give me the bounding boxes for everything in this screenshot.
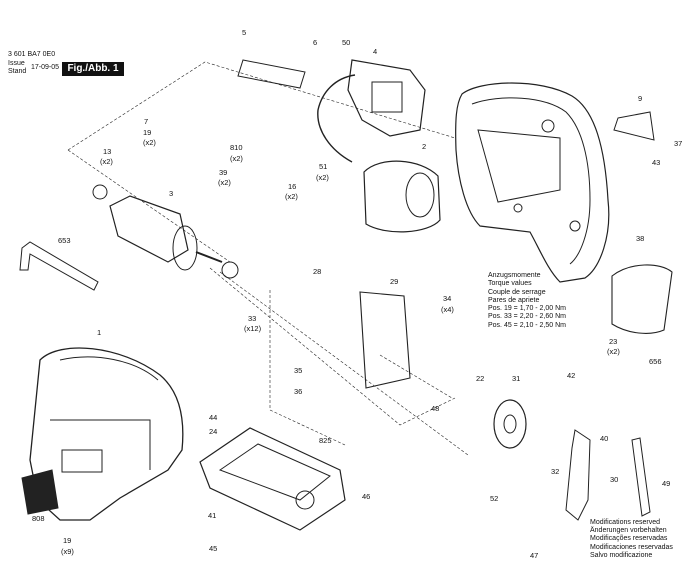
part-label: 29	[390, 277, 398, 286]
part-label: (x12)	[244, 324, 262, 333]
part-label: 825	[319, 436, 332, 445]
part-label: 47	[530, 551, 538, 560]
hex-key	[19, 241, 99, 291]
part-label: 13	[103, 147, 111, 156]
part-label: 33	[248, 314, 256, 323]
clip	[631, 437, 651, 517]
part-label: 30	[610, 475, 618, 484]
part-label: 45	[209, 544, 217, 553]
part-label: 22	[476, 374, 484, 383]
part-label: 32	[551, 467, 559, 476]
brush-holder	[317, 59, 426, 163]
part-labels: 5 6 50 4 9 7 19 (x2) 13 (x2) 810 (x2) 51…	[32, 28, 682, 560]
part-label: 44	[209, 413, 217, 422]
part-label: 656	[649, 357, 662, 366]
part-label: (x2)	[100, 157, 113, 166]
torque-line: Pos. 33 = 2,20 - 2,60 Nm	[488, 313, 567, 321]
part-label: 23	[609, 337, 617, 346]
part-label: 43	[652, 158, 660, 167]
gear	[493, 399, 527, 449]
cover-plate	[613, 111, 655, 141]
part-label: 49	[662, 479, 670, 488]
switch	[237, 59, 306, 89]
modification-line: Modificações reservadas	[590, 535, 668, 543]
part-label: (x4)	[441, 305, 454, 314]
torque-line: Torque values	[488, 280, 532, 288]
part-label: 40	[600, 434, 608, 443]
part-label: 37	[674, 139, 682, 148]
plunger-guide	[359, 291, 411, 389]
torque-line: Pos. 45 = 2,10 - 2,50 Nm	[488, 321, 567, 329]
plunger	[565, 429, 591, 521]
part-label: 41	[208, 511, 216, 520]
base-plate	[199, 427, 346, 531]
part-label: 46	[362, 492, 370, 501]
main-housing	[29, 347, 184, 521]
part-label: 19	[143, 128, 151, 137]
part-label: 34	[443, 294, 451, 303]
part-label: 2	[422, 142, 426, 151]
armature	[92, 184, 239, 279]
part-label: (x2)	[285, 192, 298, 201]
part-label: 35	[294, 366, 302, 375]
modification-line: Salvo modificazione	[590, 551, 653, 559]
issue-label: Issue	[8, 60, 25, 67]
part-label: 50	[342, 38, 350, 47]
part-label: (x2)	[230, 154, 243, 163]
part-label: (x9)	[61, 547, 74, 556]
torque-line: Anzugsmomente	[488, 272, 541, 279]
part-label: 5	[242, 28, 246, 37]
part-label: 19	[63, 536, 71, 545]
modification-line: Modificaciones reservadas	[590, 543, 673, 551]
part-label: 653	[58, 236, 71, 245]
part-label: 48	[431, 404, 439, 413]
part-label: 36	[294, 387, 302, 396]
part-label: 39	[219, 168, 227, 177]
part-label: 28	[313, 267, 321, 276]
part-label: 9	[638, 94, 642, 103]
part-label: (x2)	[143, 138, 156, 147]
modification-line: Modifications reserved	[590, 519, 661, 526]
part-number: 3 601 BA7 0E0	[8, 51, 56, 58]
part-label: (x2)	[218, 178, 231, 187]
part-label: 52	[490, 494, 498, 503]
issue-date: 17-09-05	[31, 64, 60, 71]
part-label: 51	[319, 162, 327, 171]
part-label: 24	[209, 427, 217, 436]
modification-line: Änderungen vorbehalten	[590, 527, 667, 535]
housing-shell	[455, 82, 610, 283]
part-label: 42	[567, 371, 575, 380]
part-label: 38	[636, 234, 644, 243]
part-label: 31	[512, 374, 520, 383]
part-label: 16	[288, 182, 296, 191]
part-label: (x2)	[316, 173, 329, 182]
part-label: 7	[144, 117, 148, 126]
part-label: 1	[97, 328, 101, 337]
part-label: 3	[169, 189, 173, 198]
part-label: 808	[32, 514, 45, 523]
part-label: 810	[230, 143, 243, 152]
torque-line: Pos. 19 = 1,70 - 2,00 Nm	[488, 305, 567, 313]
torque-line: Couple de serrage	[488, 288, 546, 296]
modification-notes: Modifications reserved Änderungen vorbeh…	[590, 519, 673, 560]
figure-label: Fig./Abb. 1	[62, 62, 124, 76]
end-cap	[21, 469, 59, 515]
part-label: (x2)	[607, 347, 620, 356]
part-label: 4	[373, 47, 377, 56]
field-coil	[363, 160, 441, 233]
stand-label: Stand	[8, 68, 27, 75]
part-label: 6	[313, 38, 317, 47]
assembly-lines	[67, 61, 469, 456]
torque-notes: Anzugsmomente Torque values Couple de se…	[488, 272, 566, 330]
torque-line: Pares de apriete	[488, 296, 540, 304]
baffle	[611, 264, 673, 334]
